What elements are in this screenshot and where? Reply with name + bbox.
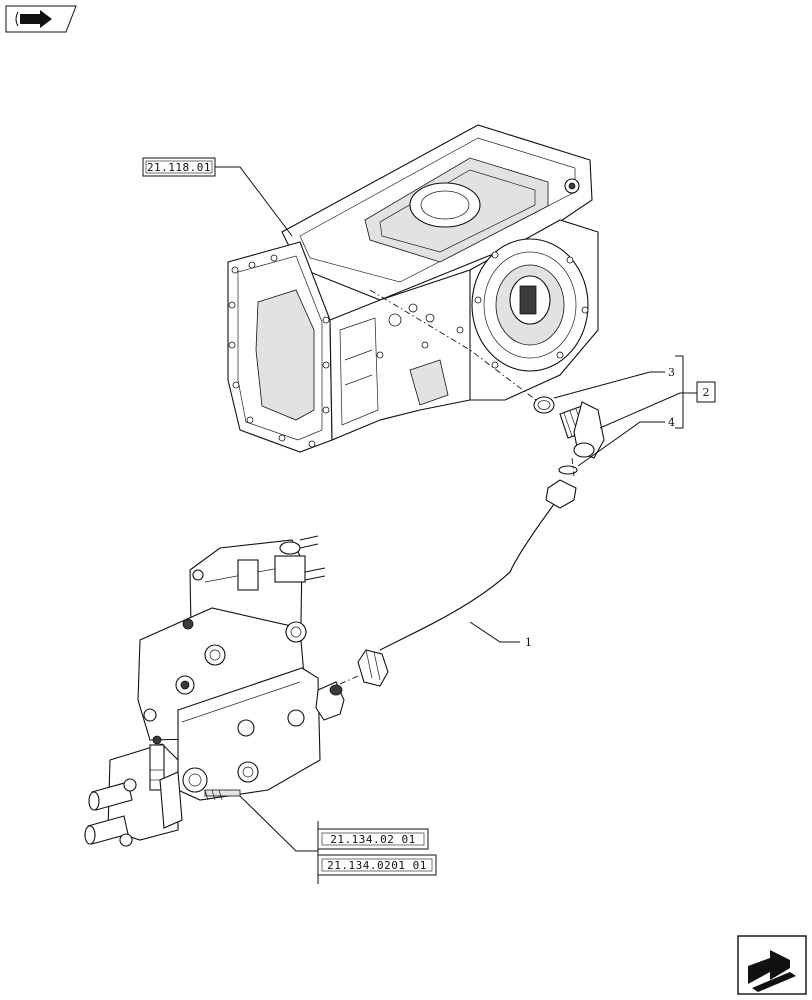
reference-valve-assembly-a[interactable]: 21.134.02 01: [317, 828, 429, 850]
transmission-housing-drawing: [227, 124, 599, 453]
reference-transmission-housing[interactable]: 21.118.01: [142, 157, 216, 177]
o-ring-part: [533, 396, 555, 414]
svg-text:21.118.01: 21.118.01: [147, 161, 211, 174]
svg-text:2: 2: [703, 386, 710, 399]
callout-seal: 4: [668, 416, 675, 429]
assembly-axis-upper: [369, 289, 537, 401]
reference-valve-assembly-b[interactable]: 21.134.0201 01: [317, 854, 437, 876]
pipe-part: [357, 479, 577, 687]
leader-pipe: [469, 621, 520, 643]
leader-seal: [577, 421, 665, 467]
callout-elbow-kit: 2: [696, 381, 716, 403]
assembly-axis-fitting: [571, 457, 575, 477]
leader-housing: [215, 166, 293, 237]
bracket-kit: [675, 355, 684, 429]
svg-text:21.134.02 01: 21.134.02 01: [330, 833, 415, 846]
leader-valve: [239, 795, 318, 852]
svg-text:21.134.0201 01: 21.134.0201 01: [327, 859, 427, 872]
callout-o-ring: 3: [668, 366, 675, 379]
book-arrow-icon[interactable]: [5, 5, 77, 33]
leader-elbow: [599, 392, 697, 429]
valve-assembly-drawing: [84, 535, 345, 847]
seal-part: [558, 465, 578, 475]
elbow-fitting-part: [559, 401, 605, 459]
leader-o-ring: [553, 371, 665, 399]
assembly-axis-lower: [339, 675, 359, 685]
next-page-arrow-icon[interactable]: [737, 935, 807, 995]
callout-pipe: 1: [525, 636, 532, 649]
